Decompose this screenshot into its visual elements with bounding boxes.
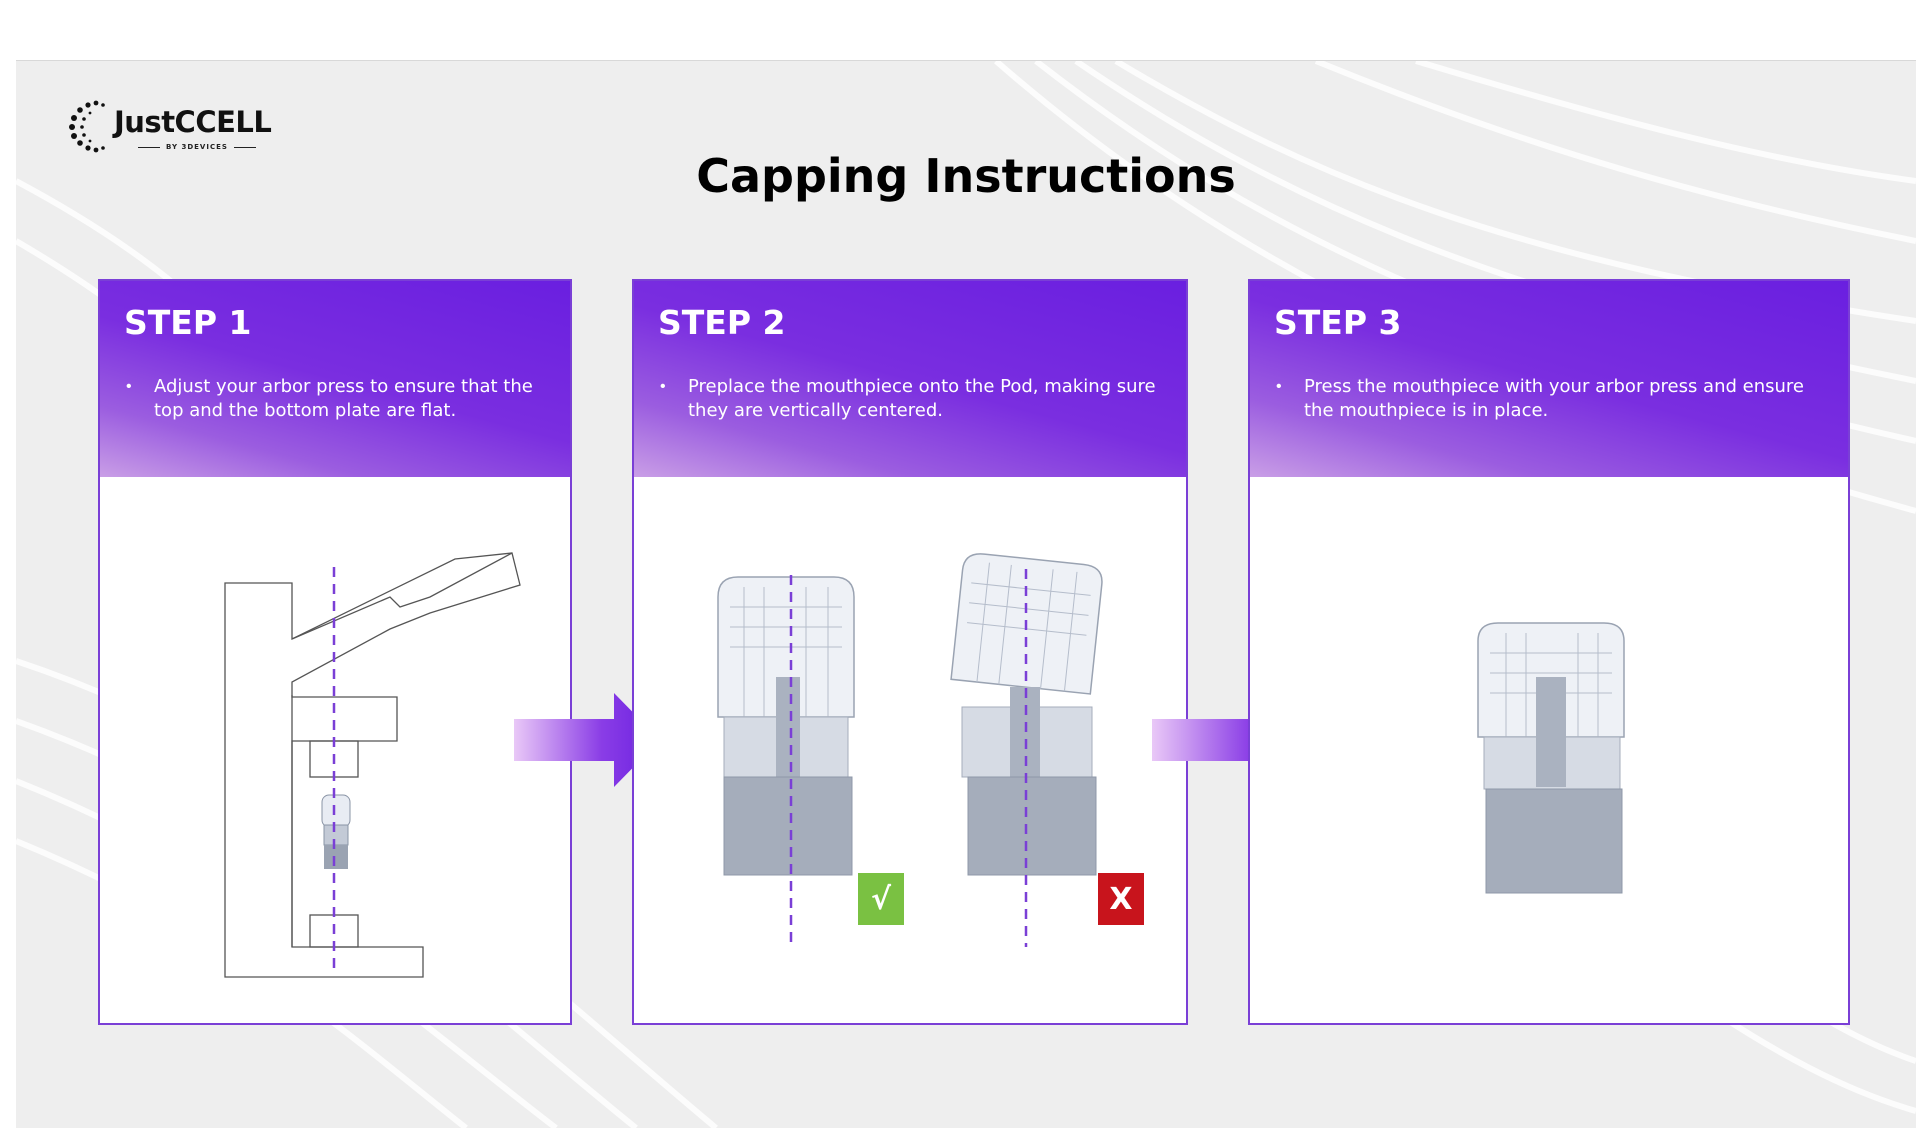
step-2-card: STEP 2 • Preplace the mouthpiece onto th…	[632, 279, 1188, 1025]
step-3-header: STEP 3 • Press the mouthpiece with your …	[1250, 281, 1848, 477]
step-3-label: STEP 3	[1274, 303, 1402, 342]
step-3-illustration	[1250, 477, 1848, 1023]
brand-mark-icon	[69, 100, 105, 153]
wrong-badge: X	[1098, 873, 1144, 925]
pod-capped-diagram	[1477, 622, 1625, 894]
step-2-header: STEP 2 • Preplace the mouthpiece onto th…	[634, 281, 1186, 477]
pod-wrong	[950, 553, 1103, 876]
bullet-icon: •	[660, 378, 666, 395]
pod-correct	[717, 576, 855, 876]
bullet-icon: •	[1276, 378, 1282, 395]
step-1-header: STEP 1 • Adjust your arbor press to ensu…	[100, 281, 570, 477]
brand-logo: JustCCELL BY 3DEVICES	[66, 95, 296, 155]
bullet-icon: •	[126, 378, 132, 395]
step-1-label: STEP 1	[124, 303, 252, 342]
arrow-right-icon	[514, 693, 660, 787]
brand-tagline: BY 3DEVICES	[132, 143, 262, 151]
slide: JustCCELL BY 3DEVICES Capping Instructio…	[16, 60, 1916, 1128]
page-title: Capping Instructions	[696, 149, 1236, 203]
step-1-text: Adjust your arbor press to ensure that t…	[154, 376, 533, 421]
step-2-label: STEP 2	[658, 303, 786, 342]
brand-name: JustCCELL	[114, 105, 272, 139]
arbor-press-diagram	[224, 552, 521, 978]
step-2-illustration: √ X	[634, 477, 1186, 1023]
step-1-illustration	[100, 477, 570, 1023]
pod-alignment-diagram	[717, 553, 1103, 947]
step-1-card: STEP 1 • Adjust your arbor press to ensu…	[98, 279, 572, 1025]
step-2-text: Preplace the mouthpiece onto the Pod, ma…	[688, 376, 1156, 421]
step-3-card: STEP 3 • Press the mouthpiece with your …	[1248, 279, 1850, 1025]
correct-badge: √	[858, 873, 904, 925]
step-3-text: Press the mouthpiece with your arbor pre…	[1304, 376, 1804, 421]
